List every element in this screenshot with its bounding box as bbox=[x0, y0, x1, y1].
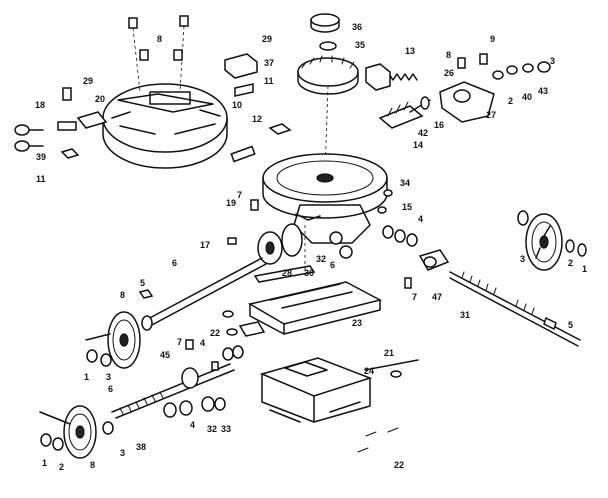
bottom-pins bbox=[357, 427, 399, 453]
callout-4: 4 bbox=[418, 214, 423, 224]
callout-33: 33 bbox=[221, 424, 231, 434]
callout-38: 38 bbox=[136, 442, 146, 452]
callout-37: 37 bbox=[264, 58, 274, 68]
callout-7: 7 bbox=[177, 337, 182, 347]
main-housing bbox=[262, 153, 388, 244]
housing-pins bbox=[377, 189, 393, 214]
callout-7: 7 bbox=[237, 190, 242, 200]
callout-28: 28 bbox=[282, 268, 292, 278]
table-bolts bbox=[128, 15, 189, 93]
callout-29: 29 bbox=[262, 34, 272, 44]
feed-screw-lower bbox=[111, 345, 244, 419]
bracket-block bbox=[365, 63, 391, 91]
gear-cap bbox=[310, 13, 340, 33]
callout-11: 11 bbox=[264, 76, 274, 86]
callout-6: 6 bbox=[330, 260, 335, 270]
callout-42: 42 bbox=[418, 128, 428, 138]
callout-11: 11 bbox=[36, 174, 46, 184]
callout-22: 22 bbox=[210, 328, 220, 338]
callout-19: 19 bbox=[226, 198, 236, 208]
callout-2: 2 bbox=[568, 258, 573, 268]
callout-16: 16 bbox=[434, 120, 444, 130]
callout-32: 32 bbox=[316, 254, 326, 264]
callout-39: 39 bbox=[36, 152, 46, 162]
handwheel-left-upper bbox=[85, 289, 154, 369]
callout-17: 17 bbox=[200, 240, 210, 250]
callout-14: 14 bbox=[413, 140, 423, 150]
callout-4: 4 bbox=[190, 420, 195, 430]
callout-5: 5 bbox=[140, 278, 145, 288]
callout-3: 3 bbox=[106, 372, 111, 382]
callout-7: 7 bbox=[412, 292, 417, 302]
t-slot-block bbox=[224, 53, 258, 79]
callout-3: 3 bbox=[550, 56, 555, 66]
handwheel-right bbox=[517, 210, 587, 271]
rotary-table bbox=[102, 83, 228, 169]
callout-10: 10 bbox=[232, 100, 242, 110]
callout-40: 40 bbox=[522, 92, 532, 102]
callout-24: 24 bbox=[364, 366, 374, 376]
callout-4: 4 bbox=[200, 338, 205, 348]
callout-31: 31 bbox=[460, 310, 470, 320]
callout-15: 15 bbox=[402, 202, 412, 212]
washers-center bbox=[329, 225, 418, 259]
callout-32: 32 bbox=[207, 424, 217, 434]
callout-21: 21 bbox=[384, 348, 394, 358]
callout-3: 3 bbox=[120, 448, 125, 458]
leadscrew-right bbox=[449, 271, 581, 347]
callout-8: 8 bbox=[120, 290, 125, 300]
callout-23: 23 bbox=[352, 318, 362, 328]
callout-20: 20 bbox=[95, 94, 105, 104]
callout-30: 30 bbox=[304, 268, 314, 278]
callout-1: 1 bbox=[42, 458, 47, 468]
callout-3: 3 bbox=[520, 254, 525, 264]
feed-screw-left bbox=[141, 257, 267, 331]
callout-9: 9 bbox=[490, 34, 495, 44]
clamp-assembly-left bbox=[14, 87, 108, 159]
callout-12: 12 bbox=[252, 114, 262, 124]
callout-36: 36 bbox=[352, 22, 362, 32]
callout-45: 45 bbox=[160, 350, 170, 360]
drive-rod bbox=[364, 359, 419, 378]
callout-27: 27 bbox=[486, 110, 496, 120]
callout-8: 8 bbox=[157, 34, 162, 44]
callout-1: 1 bbox=[84, 372, 89, 382]
callout-2: 2 bbox=[508, 96, 513, 106]
callout-6: 6 bbox=[108, 384, 113, 394]
nut-housing bbox=[404, 249, 450, 289]
lower-washers bbox=[86, 349, 226, 418]
callout-34: 34 bbox=[400, 178, 410, 188]
callout-8: 8 bbox=[90, 460, 95, 470]
callout-47: 47 bbox=[432, 292, 442, 302]
handwheel-left-lower bbox=[39, 405, 114, 459]
worm-shaft bbox=[378, 99, 431, 129]
callout-8: 8 bbox=[446, 50, 451, 60]
base-saddle bbox=[259, 357, 373, 423]
callout-35: 35 bbox=[355, 40, 365, 50]
callout-labels: 8 29 37 11 29 10 20 18 39 11 36 35 13 8 … bbox=[35, 22, 587, 472]
flange-bearing bbox=[227, 199, 303, 265]
washers-right bbox=[420, 61, 551, 110]
cross-slide-gib bbox=[253, 225, 316, 283]
callout-43: 43 bbox=[538, 86, 548, 96]
callout-1: 1 bbox=[582, 264, 587, 274]
cross-slide bbox=[238, 281, 383, 337]
callout-5: 5 bbox=[568, 320, 573, 330]
callout-13: 13 bbox=[405, 46, 415, 56]
callout-6: 6 bbox=[172, 258, 177, 268]
callout-18: 18 bbox=[35, 100, 45, 110]
callout-29: 29 bbox=[83, 76, 93, 86]
callout-2: 2 bbox=[59, 462, 64, 472]
worm-gear bbox=[297, 41, 359, 173]
clamp-bracket bbox=[234, 83, 254, 97]
bearing-bracket bbox=[439, 53, 495, 123]
eccentric-bushing bbox=[230, 123, 292, 163]
screws-middle bbox=[185, 310, 238, 350]
callout-22: 22 bbox=[394, 460, 404, 470]
callout-26: 26 bbox=[444, 68, 454, 78]
